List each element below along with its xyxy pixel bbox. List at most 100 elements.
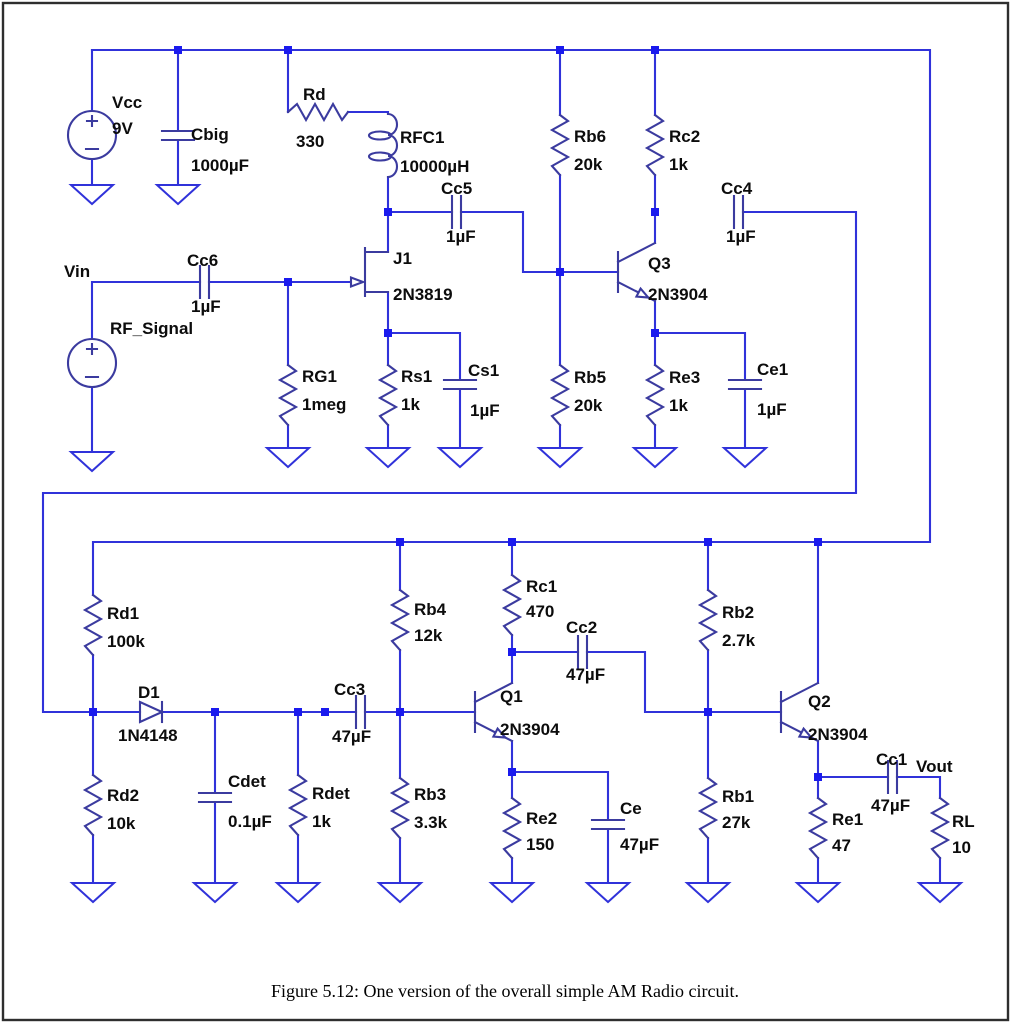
component-re3: Re3 1k bbox=[645, 363, 700, 427]
resistor-icon bbox=[808, 796, 828, 860]
component-cdet: Cdet 0.1µF bbox=[197, 772, 272, 831]
junction-dot bbox=[211, 708, 219, 716]
resistor-icon bbox=[645, 113, 665, 177]
component-name: Rc2 bbox=[669, 127, 700, 146]
ground-icon bbox=[366, 447, 410, 468]
component-name: RG1 bbox=[302, 367, 337, 386]
ground-icon bbox=[633, 447, 677, 468]
component-value: 1k bbox=[669, 396, 688, 415]
resistor-icon bbox=[390, 776, 410, 840]
ground-icon bbox=[193, 882, 237, 903]
junction-dot bbox=[508, 538, 516, 546]
component-re1: Re1 47 bbox=[808, 796, 863, 860]
component-name: Cc5 bbox=[441, 179, 472, 198]
component-value: 1µF bbox=[470, 401, 500, 420]
component-rd2: Rd2 10k bbox=[83, 773, 139, 837]
component-rfc1: RFC1 10000µH bbox=[367, 112, 469, 179]
component-value: 100k bbox=[107, 632, 145, 651]
voltage-source-icon bbox=[66, 337, 118, 389]
component-q1: Q1 2N3904 bbox=[473, 681, 560, 743]
component-value: 27k bbox=[722, 813, 751, 832]
component-value: 47µF bbox=[620, 835, 659, 854]
component-cc6: Cc6 1µF bbox=[187, 251, 221, 316]
component-name: Rd1 bbox=[107, 604, 139, 623]
component-name: Rd2 bbox=[107, 786, 139, 805]
junction-dot bbox=[294, 708, 302, 716]
junction-dots bbox=[89, 46, 822, 781]
component-value: 47µF bbox=[566, 665, 605, 684]
resistor-icon bbox=[550, 363, 570, 427]
component-value: 1µF bbox=[446, 227, 476, 246]
component-value: 10 bbox=[952, 838, 971, 857]
component-name: Rb6 bbox=[574, 127, 606, 146]
capacitor-icon bbox=[576, 634, 589, 670]
component-value: 10k bbox=[107, 814, 136, 833]
junction-dot bbox=[704, 708, 712, 716]
resistor-icon bbox=[288, 773, 308, 837]
component-name: RFC1 bbox=[400, 128, 444, 147]
junction-dot bbox=[384, 329, 392, 337]
component-name: Cc2 bbox=[566, 618, 597, 637]
component-rb5: Rb5 20k bbox=[550, 363, 606, 427]
junction-dot bbox=[814, 773, 822, 781]
junction-dot bbox=[396, 538, 404, 546]
component-re2: Re2 150 bbox=[502, 796, 557, 860]
component-q3: Q3 2N3904 bbox=[616, 241, 708, 304]
bottom-section-wires bbox=[91, 540, 942, 885]
component-name: Rb5 bbox=[574, 368, 606, 387]
resistor-icon bbox=[390, 588, 410, 652]
capacitor-icon bbox=[197, 791, 233, 804]
component-name: Cdet bbox=[228, 772, 266, 791]
net-label-vout: Vout bbox=[916, 757, 953, 776]
ground-icon bbox=[70, 184, 114, 205]
component-value: 1µF bbox=[757, 400, 787, 419]
component-cc3: Cc3 47µF bbox=[332, 680, 371, 746]
component-name: Q2 bbox=[808, 692, 831, 711]
resistor-icon bbox=[698, 776, 718, 840]
component-value: 1meg bbox=[302, 395, 346, 414]
component-cc5: Cc5 1µF bbox=[441, 179, 476, 246]
capacitor-icon bbox=[727, 378, 763, 391]
diode-icon bbox=[138, 700, 165, 724]
component-name: Cc6 bbox=[187, 251, 218, 270]
component-value: 47 bbox=[832, 836, 851, 855]
component-value: 1k bbox=[312, 812, 331, 831]
junction-dot bbox=[508, 648, 516, 656]
component-name: Rd bbox=[303, 85, 326, 104]
component-cs1: Cs1 1µF bbox=[442, 361, 500, 420]
component-name: Q3 bbox=[648, 254, 671, 273]
capacitor-icon bbox=[450, 194, 463, 230]
ground-icon bbox=[538, 447, 582, 468]
component-name: Cc4 bbox=[721, 179, 753, 198]
ground-icon bbox=[586, 882, 630, 903]
component-name: Re2 bbox=[526, 809, 557, 828]
component-ce1: Ce1 1µF bbox=[727, 360, 788, 419]
component-value: 1000µF bbox=[191, 156, 249, 175]
ground-icon bbox=[796, 882, 840, 903]
resistor-icon bbox=[278, 363, 298, 427]
component-cbig: Cbig 1000µF bbox=[160, 125, 249, 175]
junction-dot bbox=[284, 278, 292, 286]
component-value: 2N3904 bbox=[808, 725, 868, 744]
component-rb3: Rb3 3.3k bbox=[390, 776, 448, 840]
resistor-icon bbox=[83, 773, 103, 837]
resistor-icon bbox=[550, 113, 570, 177]
resistor-icon bbox=[378, 363, 398, 427]
component-value: 1k bbox=[401, 395, 420, 414]
ground-icon bbox=[438, 447, 482, 468]
component-cc1: Cc1 47µF Vout bbox=[871, 750, 953, 815]
component-name: D1 bbox=[138, 683, 160, 702]
resistor-icon bbox=[502, 796, 522, 860]
component-name: Re1 bbox=[832, 810, 863, 829]
junction-dot bbox=[651, 329, 659, 337]
component-name: Rb1 bbox=[722, 787, 754, 806]
capacitor-icon bbox=[590, 818, 626, 831]
component-cc2: Cc2 47µF bbox=[566, 618, 605, 684]
voltage-source-icon bbox=[66, 109, 118, 161]
component-name: Q1 bbox=[500, 687, 523, 706]
ground-icon bbox=[156, 184, 200, 205]
component-value: 9V bbox=[112, 119, 133, 138]
component-rd: Rd 330 bbox=[286, 85, 350, 151]
junction-dot bbox=[651, 46, 659, 54]
